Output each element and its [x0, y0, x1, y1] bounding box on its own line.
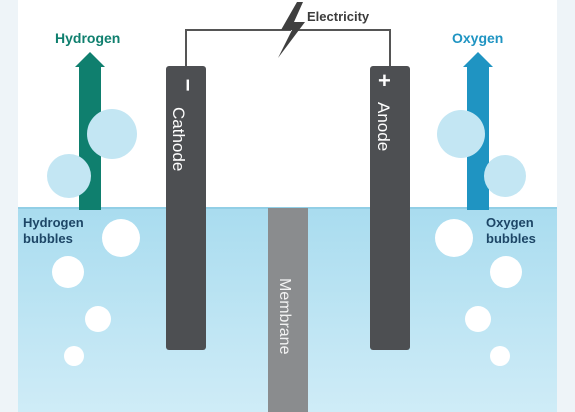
membrane — [268, 208, 308, 412]
anode-plus-sign: + — [378, 68, 391, 93]
hydrogen-bubbles-label: Hydrogen bubbles — [23, 215, 84, 247]
hydrogen-bubble — [52, 256, 84, 288]
oxygen-bubble — [465, 306, 491, 332]
hydrogen-gas-bubble — [87, 109, 137, 159]
oxygen-gas-bubble — [484, 155, 526, 197]
oxygen-bubbles-line1: Oxygen — [486, 215, 534, 230]
oxygen-bubble — [435, 219, 473, 257]
cathode-electrode — [166, 66, 206, 350]
cathode-label: Cathode — [169, 107, 188, 172]
cathode-minus-sign: − — [175, 78, 201, 92]
hydrogen-bubble — [64, 346, 84, 366]
anode-electrode — [370, 66, 410, 350]
electric-wire-right — [297, 29, 391, 66]
oxygen-label: Oxygen — [452, 30, 504, 46]
membrane-label: Membrane — [276, 278, 293, 355]
oxygen-bubble — [490, 346, 510, 366]
hydrogen-bubbles-line2: bubbles — [23, 231, 73, 246]
oxygen-bubbles-label: Oxygen bubbles — [486, 215, 536, 247]
right-frame — [557, 0, 575, 412]
hydrogen-label: Hydrogen — [55, 30, 121, 46]
electric-wire — [185, 29, 291, 66]
left-frame — [0, 0, 18, 412]
hydrogen-bubbles-line1: Hydrogen — [23, 215, 84, 230]
oxygen-gas-bubble — [437, 110, 485, 158]
oxygen-bubbles-line2: bubbles — [486, 231, 536, 246]
hydrogen-bubble — [85, 306, 111, 332]
anode-label: Anode — [374, 102, 393, 152]
lightning-bolt-icon — [278, 2, 305, 58]
hydrogen-gas-bubble — [47, 154, 91, 198]
hydrogen-bubble — [102, 219, 140, 257]
oxygen-bubble — [490, 256, 522, 288]
electricity-label: Electricity — [307, 9, 370, 24]
